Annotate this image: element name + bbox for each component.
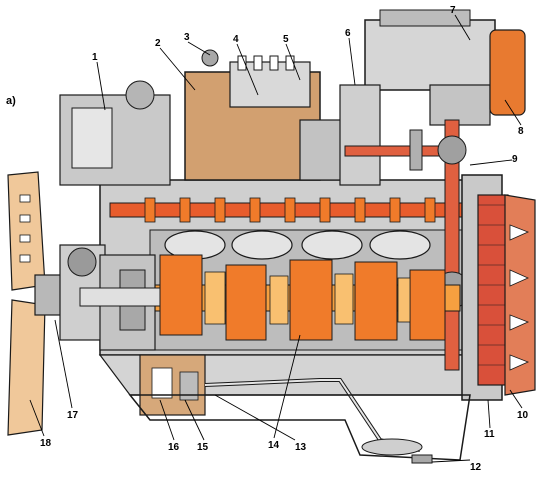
oil-pan — [128, 394, 471, 464]
callout-15: 15 — [197, 442, 209, 453]
callout-14: 14 — [268, 440, 280, 451]
callout-8: 8 — [518, 126, 524, 137]
fan-blade — [7, 171, 46, 436]
panel-label: а) — [6, 95, 16, 107]
callout-6: 6 — [345, 28, 351, 39]
callout-11: 11 — [484, 429, 495, 440]
crank-pulley-damper — [79, 254, 161, 351]
callout-labels: 1 2 3 4 5 6 7 8 9 10 11 12 13 14 15 16 1… — [40, 5, 529, 473]
callout-1: 1 — [92, 52, 98, 63]
leader-lines — [29, 14, 523, 463]
oil-pump — [139, 354, 206, 416]
compressor-assembly — [339, 9, 526, 186]
injection-pump — [184, 49, 346, 181]
callout-17: 17 — [67, 410, 79, 421]
flywheel-housing — [461, 174, 509, 401]
callout-7: 7 — [450, 5, 456, 16]
callout-4: 4 — [233, 34, 239, 45]
callout-9: 9 — [512, 154, 518, 165]
callout-3: 3 — [184, 32, 190, 43]
oil-pickup-pipe — [204, 378, 423, 456]
intake-manifold — [59, 80, 171, 186]
cylinder-bores — [164, 230, 431, 260]
clutch-housing — [504, 194, 536, 396]
callout-12: 12 — [470, 462, 482, 473]
callout-18: 18 — [40, 438, 52, 449]
callout-2: 2 — [155, 38, 161, 49]
callout-10: 10 — [517, 410, 529, 421]
callout-5: 5 — [283, 34, 289, 45]
callout-16: 16 — [168, 442, 180, 453]
callout-13: 13 — [295, 442, 307, 453]
camshaft — [109, 197, 501, 223]
crankshaft — [149, 254, 461, 341]
pump-drive-shaft — [344, 129, 446, 171]
